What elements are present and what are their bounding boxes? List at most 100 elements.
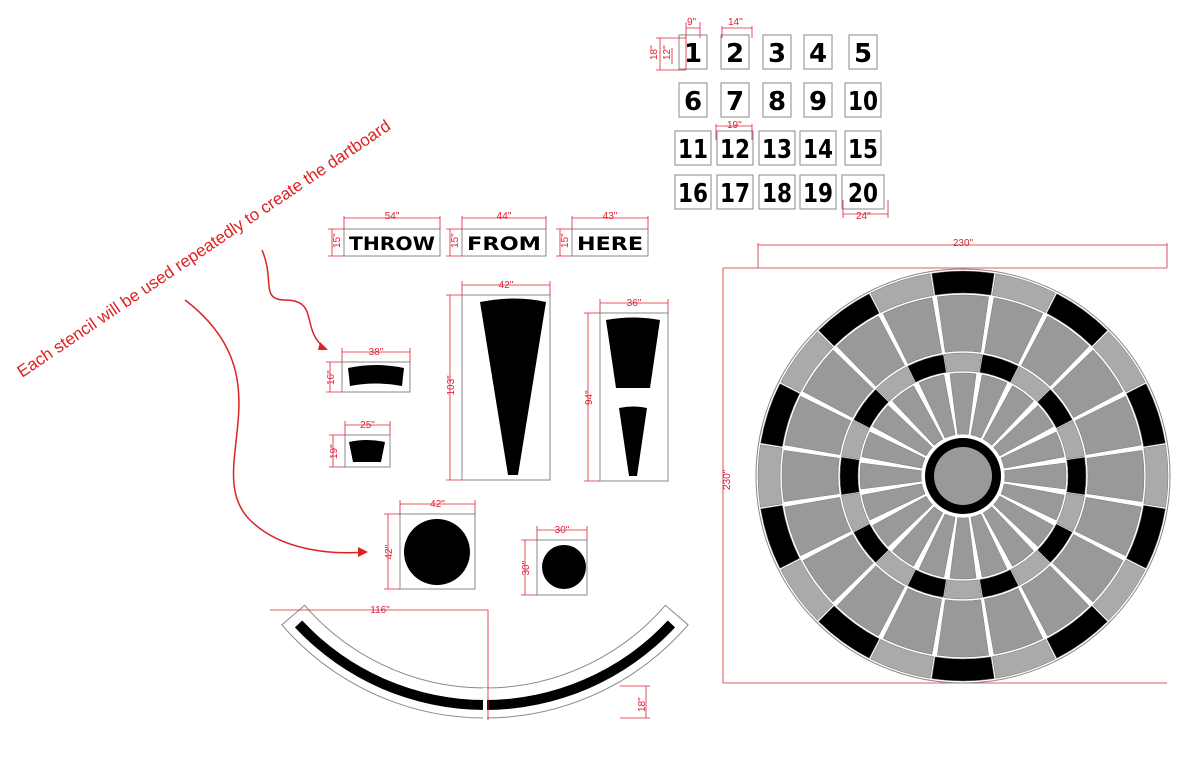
number-stencil-box	[678, 34, 708, 70]
number-stencil-15: 15	[848, 135, 878, 165]
word-width-label: 54"	[385, 211, 400, 222]
number-stencil-13: 13	[762, 135, 792, 165]
double-ring-segment	[1092, 331, 1146, 393]
number-stencil-5: 5	[854, 39, 872, 69]
arc-height-label: 18"	[637, 697, 648, 712]
number-20-width-label: 24"	[856, 211, 871, 222]
outer-single-segment	[784, 395, 852, 455]
bullseye-width-label: 30"	[555, 525, 570, 536]
triple-ring-segment	[907, 569, 947, 598]
dimension-line	[446, 216, 547, 257]
arrow-to-bull	[184, 299, 366, 554]
triple-ring-segment	[853, 523, 889, 563]
number-stencil-1: 1	[684, 39, 702, 69]
triple-ring-segment	[1037, 523, 1073, 563]
inner-single-segment	[1000, 483, 1065, 521]
number-stencil-2: 2	[726, 39, 744, 69]
number-stencil-box	[674, 174, 712, 210]
inner-single-segment	[970, 513, 1008, 578]
triple-segment-shape	[349, 440, 385, 462]
dimension-line	[842, 200, 889, 218]
triple-ring-segment	[839, 456, 860, 496]
dartboard-width-label: 230"	[953, 238, 974, 249]
number-stencil-box	[758, 130, 796, 166]
outer-single-segment	[1086, 450, 1145, 502]
outer-single-segment	[802, 534, 874, 603]
inner-single-segment	[1004, 462, 1067, 490]
outer-single-segment	[784, 497, 852, 557]
number-stencil-20: 20	[848, 179, 878, 209]
number-stencil-box	[799, 174, 837, 210]
outer-single-segment	[1074, 395, 1142, 455]
double-ring-segment	[1046, 605, 1108, 659]
double-ring-segment	[1092, 559, 1146, 621]
triple-ring-segment	[876, 550, 916, 586]
triple-ring-segment	[1056, 492, 1085, 532]
triple-ring-segment	[1066, 456, 1087, 496]
double-ring-segment	[931, 656, 995, 682]
word-throw: THROW	[349, 233, 435, 255]
outer-single-segment	[937, 294, 989, 353]
number-stencil-7: 7	[726, 87, 744, 117]
triple-ring-segment	[943, 579, 983, 600]
number-stencil-box	[803, 34, 833, 70]
number-stencil-box	[841, 174, 885, 210]
number-stencil-box	[844, 82, 882, 118]
dimension-line	[715, 124, 753, 140]
triple-ring-segment	[1037, 389, 1073, 429]
inner-single-segment	[892, 385, 944, 446]
number-12-width-label: 19"	[727, 120, 742, 131]
outer-single-segment	[1021, 565, 1090, 637]
triple-ring-segment	[979, 354, 1019, 383]
number-stencil-19: 19	[803, 179, 833, 209]
inner-single-shape	[606, 317, 660, 476]
bull-width-label: 42"	[430, 499, 445, 510]
word-width-label: 43"	[603, 211, 618, 222]
word-stencil-box	[461, 228, 547, 257]
arc-shape	[294, 620, 676, 710]
inner-single-segment	[993, 405, 1054, 457]
triple-ring-segment	[1010, 550, 1050, 586]
triple-ring-segment	[907, 354, 947, 383]
outer-single-segment	[882, 587, 942, 655]
outer-single-width-label: 42"	[499, 280, 514, 291]
dimension-line	[446, 281, 551, 481]
outer-single-segment	[1052, 349, 1124, 418]
word-here: HERE	[577, 233, 643, 255]
number-stencil-box	[762, 82, 792, 118]
arc-width-label: 116"	[370, 605, 390, 616]
number-stencil-3: 3	[768, 39, 786, 69]
bull-height-label: 42"	[384, 544, 395, 559]
double-segment-width-label: 38"	[369, 347, 384, 358]
double-segment-shape	[348, 365, 404, 386]
double-ring-segment	[1126, 383, 1166, 447]
double-ring-segment	[760, 505, 800, 569]
outer-single-segment	[1074, 497, 1142, 557]
inner-single-segment	[859, 462, 922, 490]
number-stencil-box	[848, 34, 878, 70]
double-ring-segment	[757, 444, 783, 508]
double-ring-segment	[760, 383, 800, 447]
double-ring-segment	[992, 639, 1056, 679]
number-stencil-4: 4	[809, 39, 827, 69]
outer-single-segment	[984, 297, 1044, 365]
double-ring-segment	[931, 270, 995, 296]
triple-ring-segment	[841, 420, 870, 460]
inner-single-height-label: 94"	[584, 390, 595, 405]
number-stencil-11: 11	[678, 135, 708, 165]
number-stencil-box	[720, 82, 750, 118]
dimension-line	[722, 243, 1168, 684]
inner-single-segment	[970, 374, 1008, 439]
double-ring-segment	[780, 559, 834, 621]
number-1-width-label: 9"	[687, 17, 697, 28]
outer-single-height-label: 103"	[446, 375, 457, 396]
number-2-width-label: 14"	[728, 17, 743, 28]
number-stencil-box	[844, 130, 882, 166]
inner-single-segment	[872, 405, 933, 457]
dimension-line	[270, 609, 650, 720]
triple-segment-height-label: 19"	[329, 444, 340, 459]
number-stencil-14: 14	[803, 135, 833, 165]
